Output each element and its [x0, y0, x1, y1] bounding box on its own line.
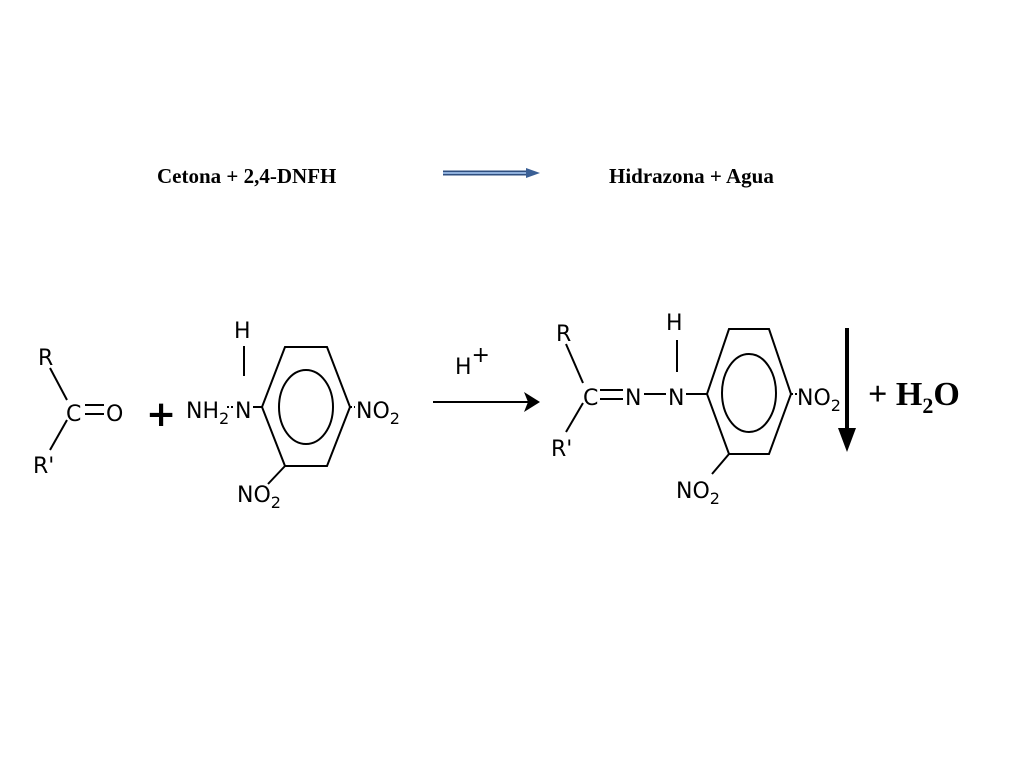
plus-sign: +	[146, 394, 176, 435]
ketone-oxygen-label: O	[106, 402, 123, 427]
hydrazone-structure: R R' C N N H NO2 NO2	[551, 311, 841, 508]
hydrazone-r-label: R	[556, 322, 571, 347]
dnph-structure: H NH2 N NO2 NO2	[186, 319, 400, 512]
hydrazone-benzene-ring	[705, 328, 793, 455]
ketone-r-label: R	[38, 346, 53, 371]
hydrazone-para-no2-label: NO2	[797, 386, 841, 415]
dnph-nitrogen-label: N	[235, 399, 251, 424]
hydrazone-ortho-no2-label: NO2	[676, 479, 720, 508]
water-label: + H2O	[868, 376, 960, 418]
hydrazone-carbon-label: C	[583, 386, 598, 411]
dnph-para-no2-label: NO2	[356, 399, 400, 428]
dnph-ortho-no2-label: NO2	[237, 483, 281, 512]
ketone-structure: R R' C O	[33, 346, 123, 479]
dnph-hydrogen-label: H	[234, 319, 251, 344]
ketone-carbon-label: C	[66, 402, 81, 427]
reactant-word-equation: Cetona + 2,4-DNFH	[157, 164, 337, 188]
hydrazone-n2-label: N	[668, 386, 684, 411]
water-release-arrow	[838, 328, 856, 452]
hydrazone-hydrogen-label: H	[666, 311, 683, 336]
dnph-benzene-ring	[260, 346, 352, 467]
dnph-nh2-label: NH2	[186, 399, 229, 428]
ketone-r-prime-label: R'	[33, 454, 54, 479]
catalyst-label: H+	[455, 343, 490, 380]
hydrazone-r-prime-label: R'	[551, 437, 572, 462]
hydrazone-n1-label: N	[625, 386, 641, 411]
product-word-equation: Hidrazona + Agua	[609, 164, 774, 188]
